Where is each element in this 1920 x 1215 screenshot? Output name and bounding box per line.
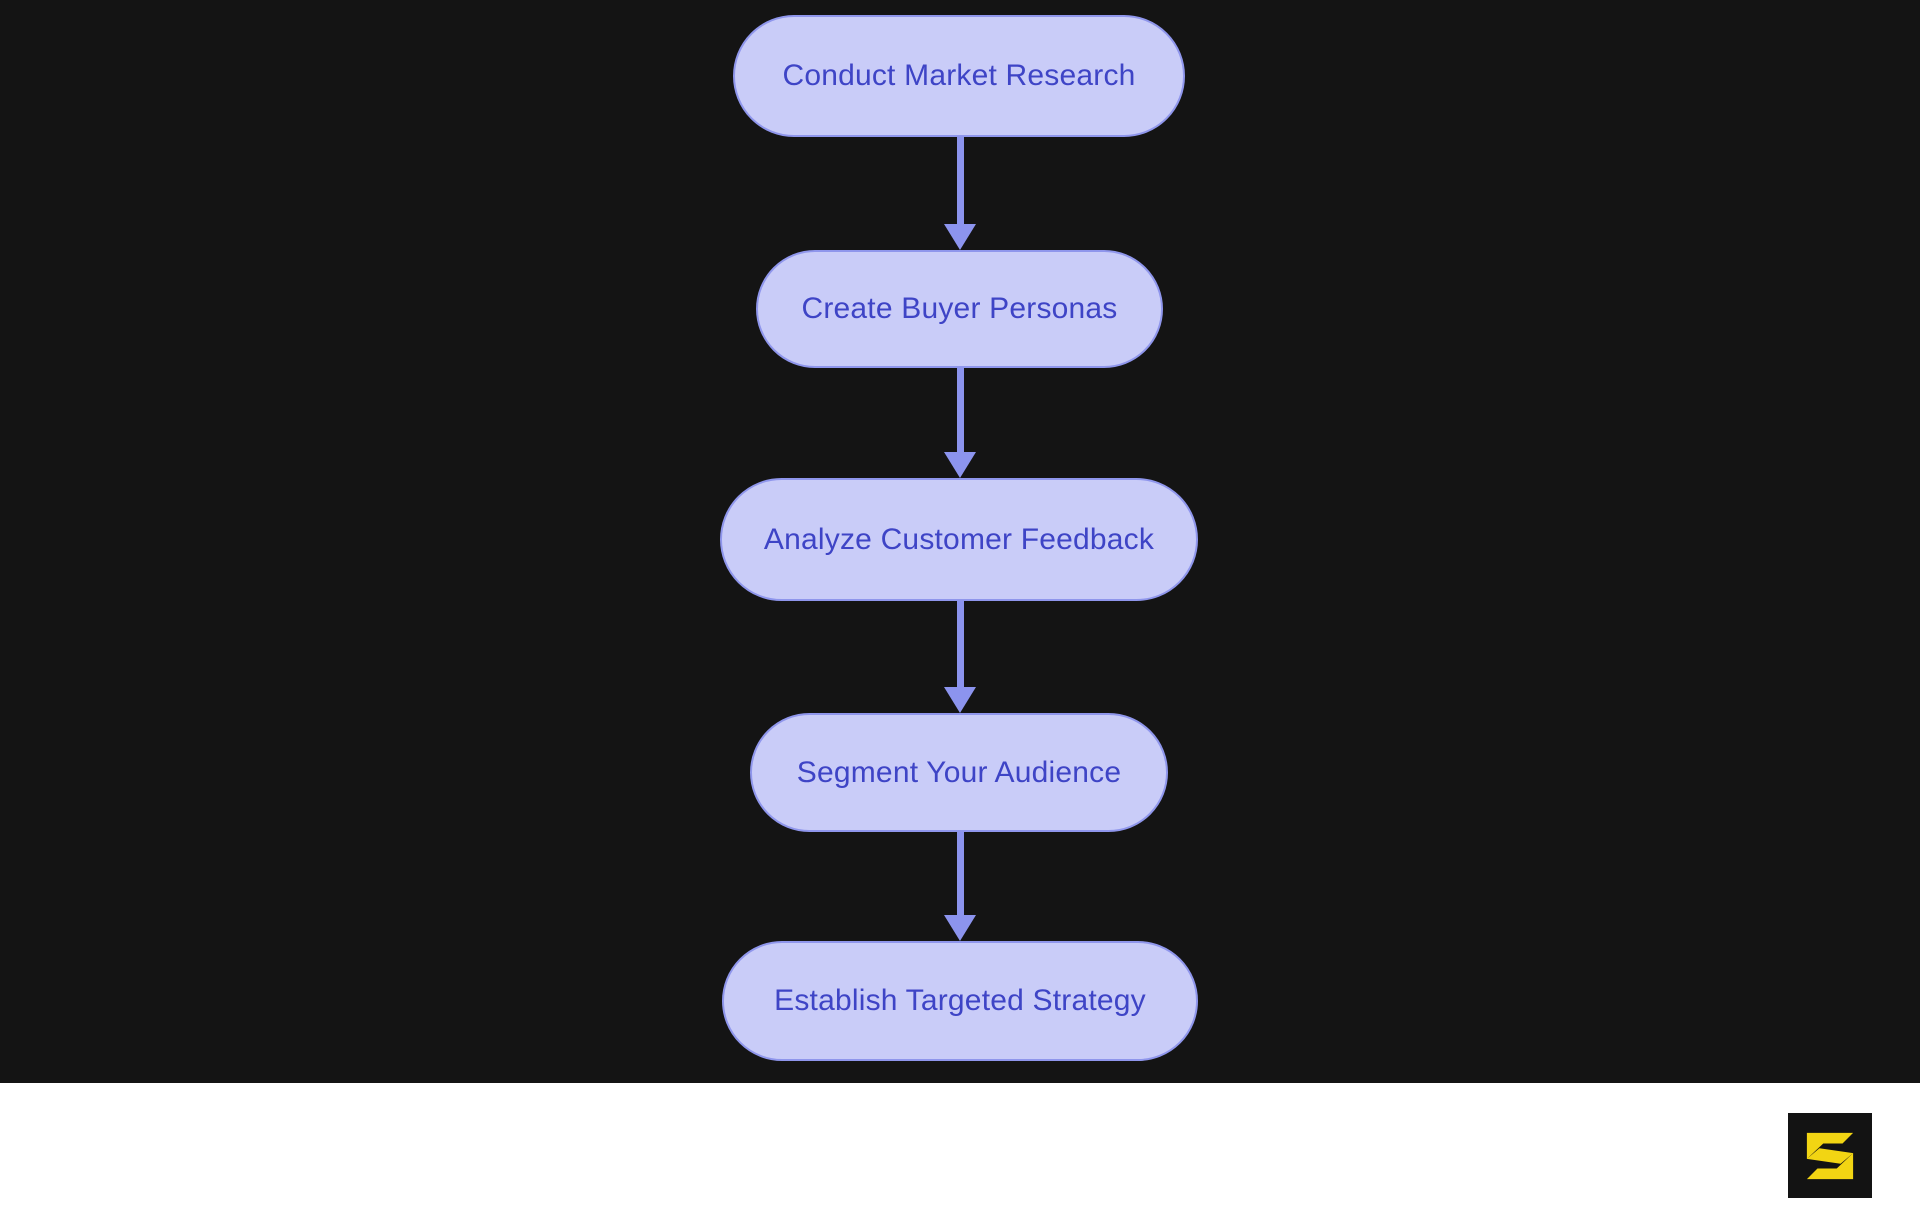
node-analyze-customer-feedback: Analyze Customer Feedback xyxy=(720,478,1198,601)
flow-arrow-1-stem xyxy=(957,137,964,225)
node-segment-your-audience: Segment Your Audience xyxy=(750,713,1168,832)
node-establish-targeted-strategy: Establish Targeted Strategy xyxy=(722,941,1198,1061)
flow-arrow-3-arrowhead-icon xyxy=(944,687,976,713)
node-label: Establish Targeted Strategy xyxy=(774,984,1146,1017)
flow-arrow-2-stem xyxy=(957,368,964,453)
flow-arrow-4-arrowhead-icon xyxy=(944,915,976,941)
flowchart-canvas: Conduct Market Research Create Buyer Per… xyxy=(0,0,1920,1083)
brand-logo xyxy=(1788,1113,1872,1198)
footer-band xyxy=(0,1083,1920,1215)
node-label: Analyze Customer Feedback xyxy=(763,522,1155,556)
node-conduct-market-research: Conduct Market Research xyxy=(733,15,1185,137)
node-label: Conduct Market Research xyxy=(782,59,1136,92)
angular-s-logo-icon xyxy=(1806,1132,1854,1179)
flow-arrow-4-stem xyxy=(957,832,964,916)
flow-arrow-2-arrowhead-icon xyxy=(944,452,976,478)
flow-arrow-3-stem xyxy=(957,601,964,688)
node-label: Segment Your Audience xyxy=(796,755,1122,789)
flow-arrow-1-arrowhead-icon xyxy=(944,224,976,250)
node-create-buyer-personas: Create Buyer Personas xyxy=(756,250,1163,368)
node-label: Create Buyer Personas xyxy=(801,292,1118,325)
